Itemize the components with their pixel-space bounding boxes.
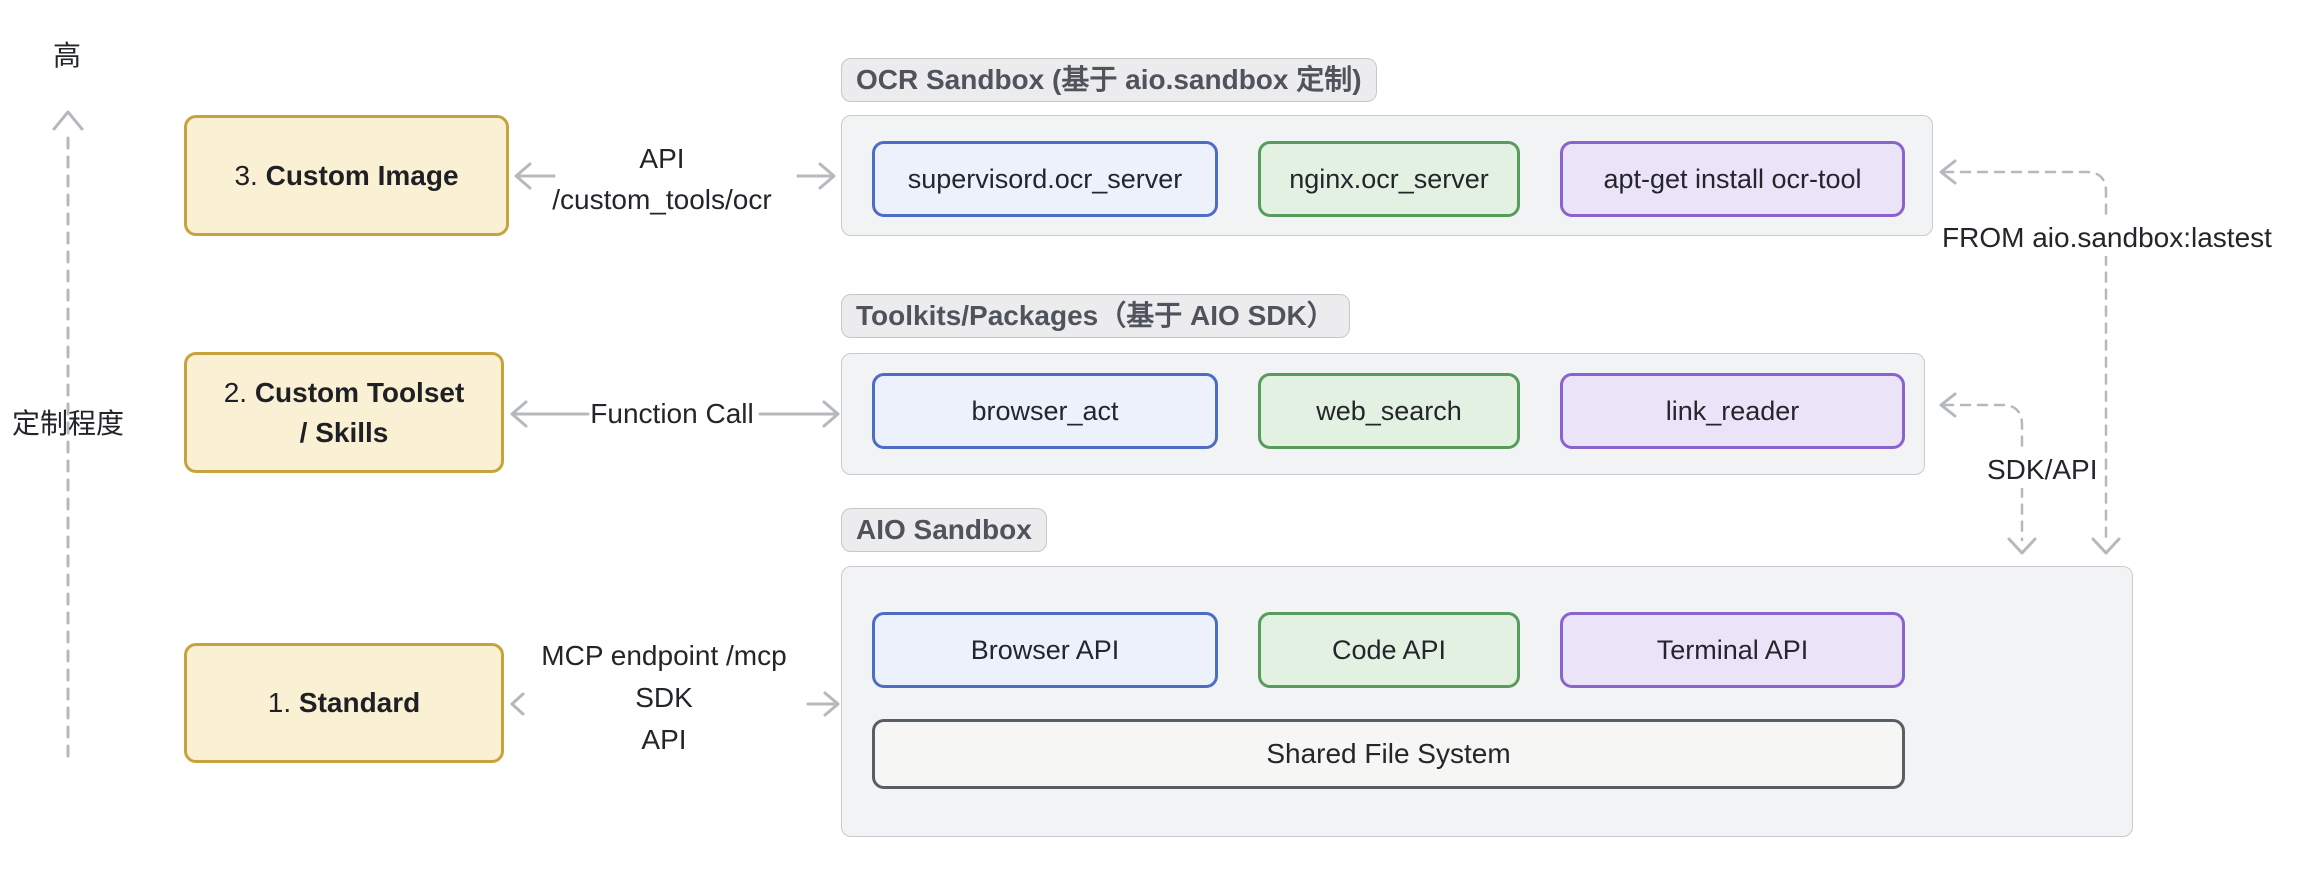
level-number: 1.	[267, 687, 292, 718]
group-container-aio-sandbox	[841, 566, 2133, 837]
left-arrow-icon	[1939, 159, 1957, 185]
right-arrow-icon	[823, 691, 840, 717]
right-arrow-icon	[818, 162, 836, 190]
left-arrow-icon	[514, 162, 532, 190]
edge-sdk-api	[1942, 403, 2024, 542]
pill-apt-get-install-ocr-tool: apt-get install ocr-tool	[1560, 141, 1905, 217]
edge-label-line: API	[641, 724, 687, 755]
level-box-custom-image: 3. Custom Image	[184, 115, 509, 236]
left-arrow-icon	[510, 400, 528, 428]
edge-label-custom-image: API /custom_tools/ocr	[532, 138, 792, 220]
edge-label-line: API	[639, 143, 685, 174]
level-title: Custom Image	[265, 159, 459, 191]
edge-label-line: Function Call	[590, 398, 754, 429]
annotation-sdk-api: SDK/API	[1983, 452, 2102, 488]
left-arrow-icon	[510, 692, 525, 716]
pill-web-search: web_search	[1258, 373, 1520, 449]
group-chip-toolkits: Toolkits/Packages（基于 AIO SDK）	[841, 294, 1350, 338]
level-subtitle: / Skills	[299, 416, 389, 448]
level-title: Custom Toolset	[254, 376, 465, 408]
pill-code-api: Code API	[1258, 612, 1520, 688]
edge-label-standard: MCP endpoint /mcp SDK API	[534, 635, 794, 761]
edge-label-line: SDK	[635, 682, 693, 713]
group-chip-aio-sandbox: AIO Sandbox	[841, 508, 1047, 552]
edge-label-toolset: Function Call	[587, 393, 757, 434]
level-title: Standard	[298, 687, 421, 718]
level-number: 3.	[234, 159, 258, 191]
level-box-standard: 1. Standard	[184, 643, 504, 763]
pill-link-reader: link_reader	[1560, 373, 1905, 449]
right-arrow-icon	[822, 400, 840, 428]
pill-nginx-ocr-server: nginx.ocr_server	[1258, 141, 1520, 217]
level-box-custom-toolset: 2. Custom Toolset / Skills	[184, 352, 504, 473]
edge-label-line: /custom_tools/ocr	[552, 184, 772, 215]
pill-browser-api: Browser API	[872, 612, 1218, 688]
axis-title: 定制程度	[12, 408, 125, 439]
down-arrow-icon	[2007, 537, 2037, 555]
pill-terminal-api: Terminal API	[1560, 612, 1905, 688]
edge-from-aio-sandbox	[1942, 170, 2108, 542]
pill-browser-act: browser_act	[872, 373, 1218, 449]
axis-high-label: 高	[53, 40, 82, 71]
left-arrow-icon	[1939, 392, 1957, 418]
pill-shared-file-system: Shared File System	[872, 719, 1905, 789]
pill-supervisord-ocr-server: supervisord.ocr_server	[872, 141, 1218, 217]
axis-up-arrow-icon	[52, 110, 84, 131]
group-chip-ocr-sandbox: OCR Sandbox (基于 aio.sandbox 定制)	[841, 58, 1377, 102]
edge-label-line: MCP endpoint /mcp	[541, 640, 787, 671]
annotation-from-aio-sandbox: FROM aio.sandbox:lastest	[1938, 220, 2276, 256]
down-arrow-icon	[2091, 537, 2121, 555]
level-number: 2.	[223, 376, 248, 408]
